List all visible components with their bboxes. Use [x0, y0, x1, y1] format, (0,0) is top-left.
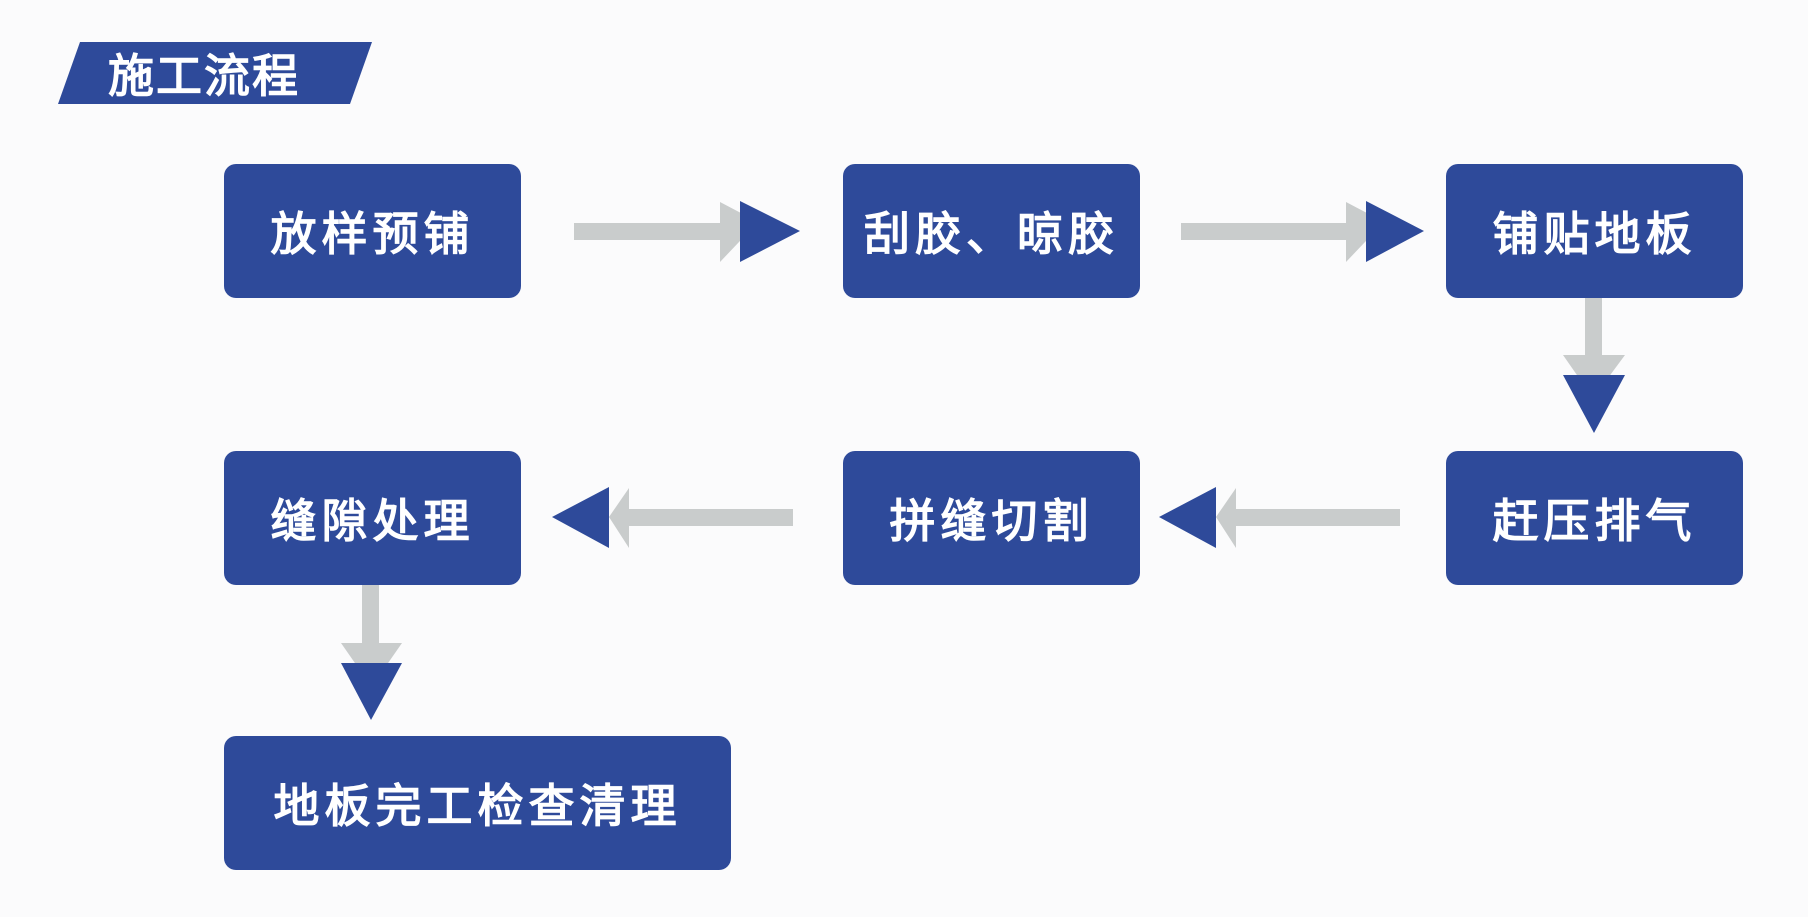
step-4-box: 赶压排气: [1446, 451, 1743, 585]
step-7-label: 地板完工检查清理: [273, 779, 682, 833]
step-3-box: 铺贴地板: [1446, 164, 1743, 298]
section-title-text: 施工流程: [108, 49, 300, 103]
arrow-left-2: [552, 487, 793, 548]
step-5-box: 拼缝切割: [843, 451, 1140, 585]
arrow-down-1: [1563, 298, 1625, 433]
step-5-label: 拼缝切割: [889, 494, 1094, 548]
arrow-down-2: [341, 585, 402, 720]
step-1-label: 放样预铺: [270, 207, 475, 261]
step-3-label: 铺贴地板: [1492, 207, 1697, 261]
step-2-box: 刮胶、晾胶: [843, 164, 1140, 298]
step-7-box: 地板完工检查清理: [224, 736, 731, 870]
arrow-right-2: [1181, 201, 1424, 262]
arrow-right-1: [574, 201, 800, 262]
step-4-label: 赶压排气: [1492, 494, 1697, 548]
section-title: 施工流程: [58, 42, 372, 104]
arrow-left-1: [1159, 487, 1400, 548]
step-2-label: 刮胶、晾胶: [864, 207, 1119, 261]
step-6-label: 缝隙处理: [270, 494, 475, 548]
step-1-box: 放样预铺: [224, 164, 521, 298]
step-6-box: 缝隙处理: [224, 451, 521, 585]
